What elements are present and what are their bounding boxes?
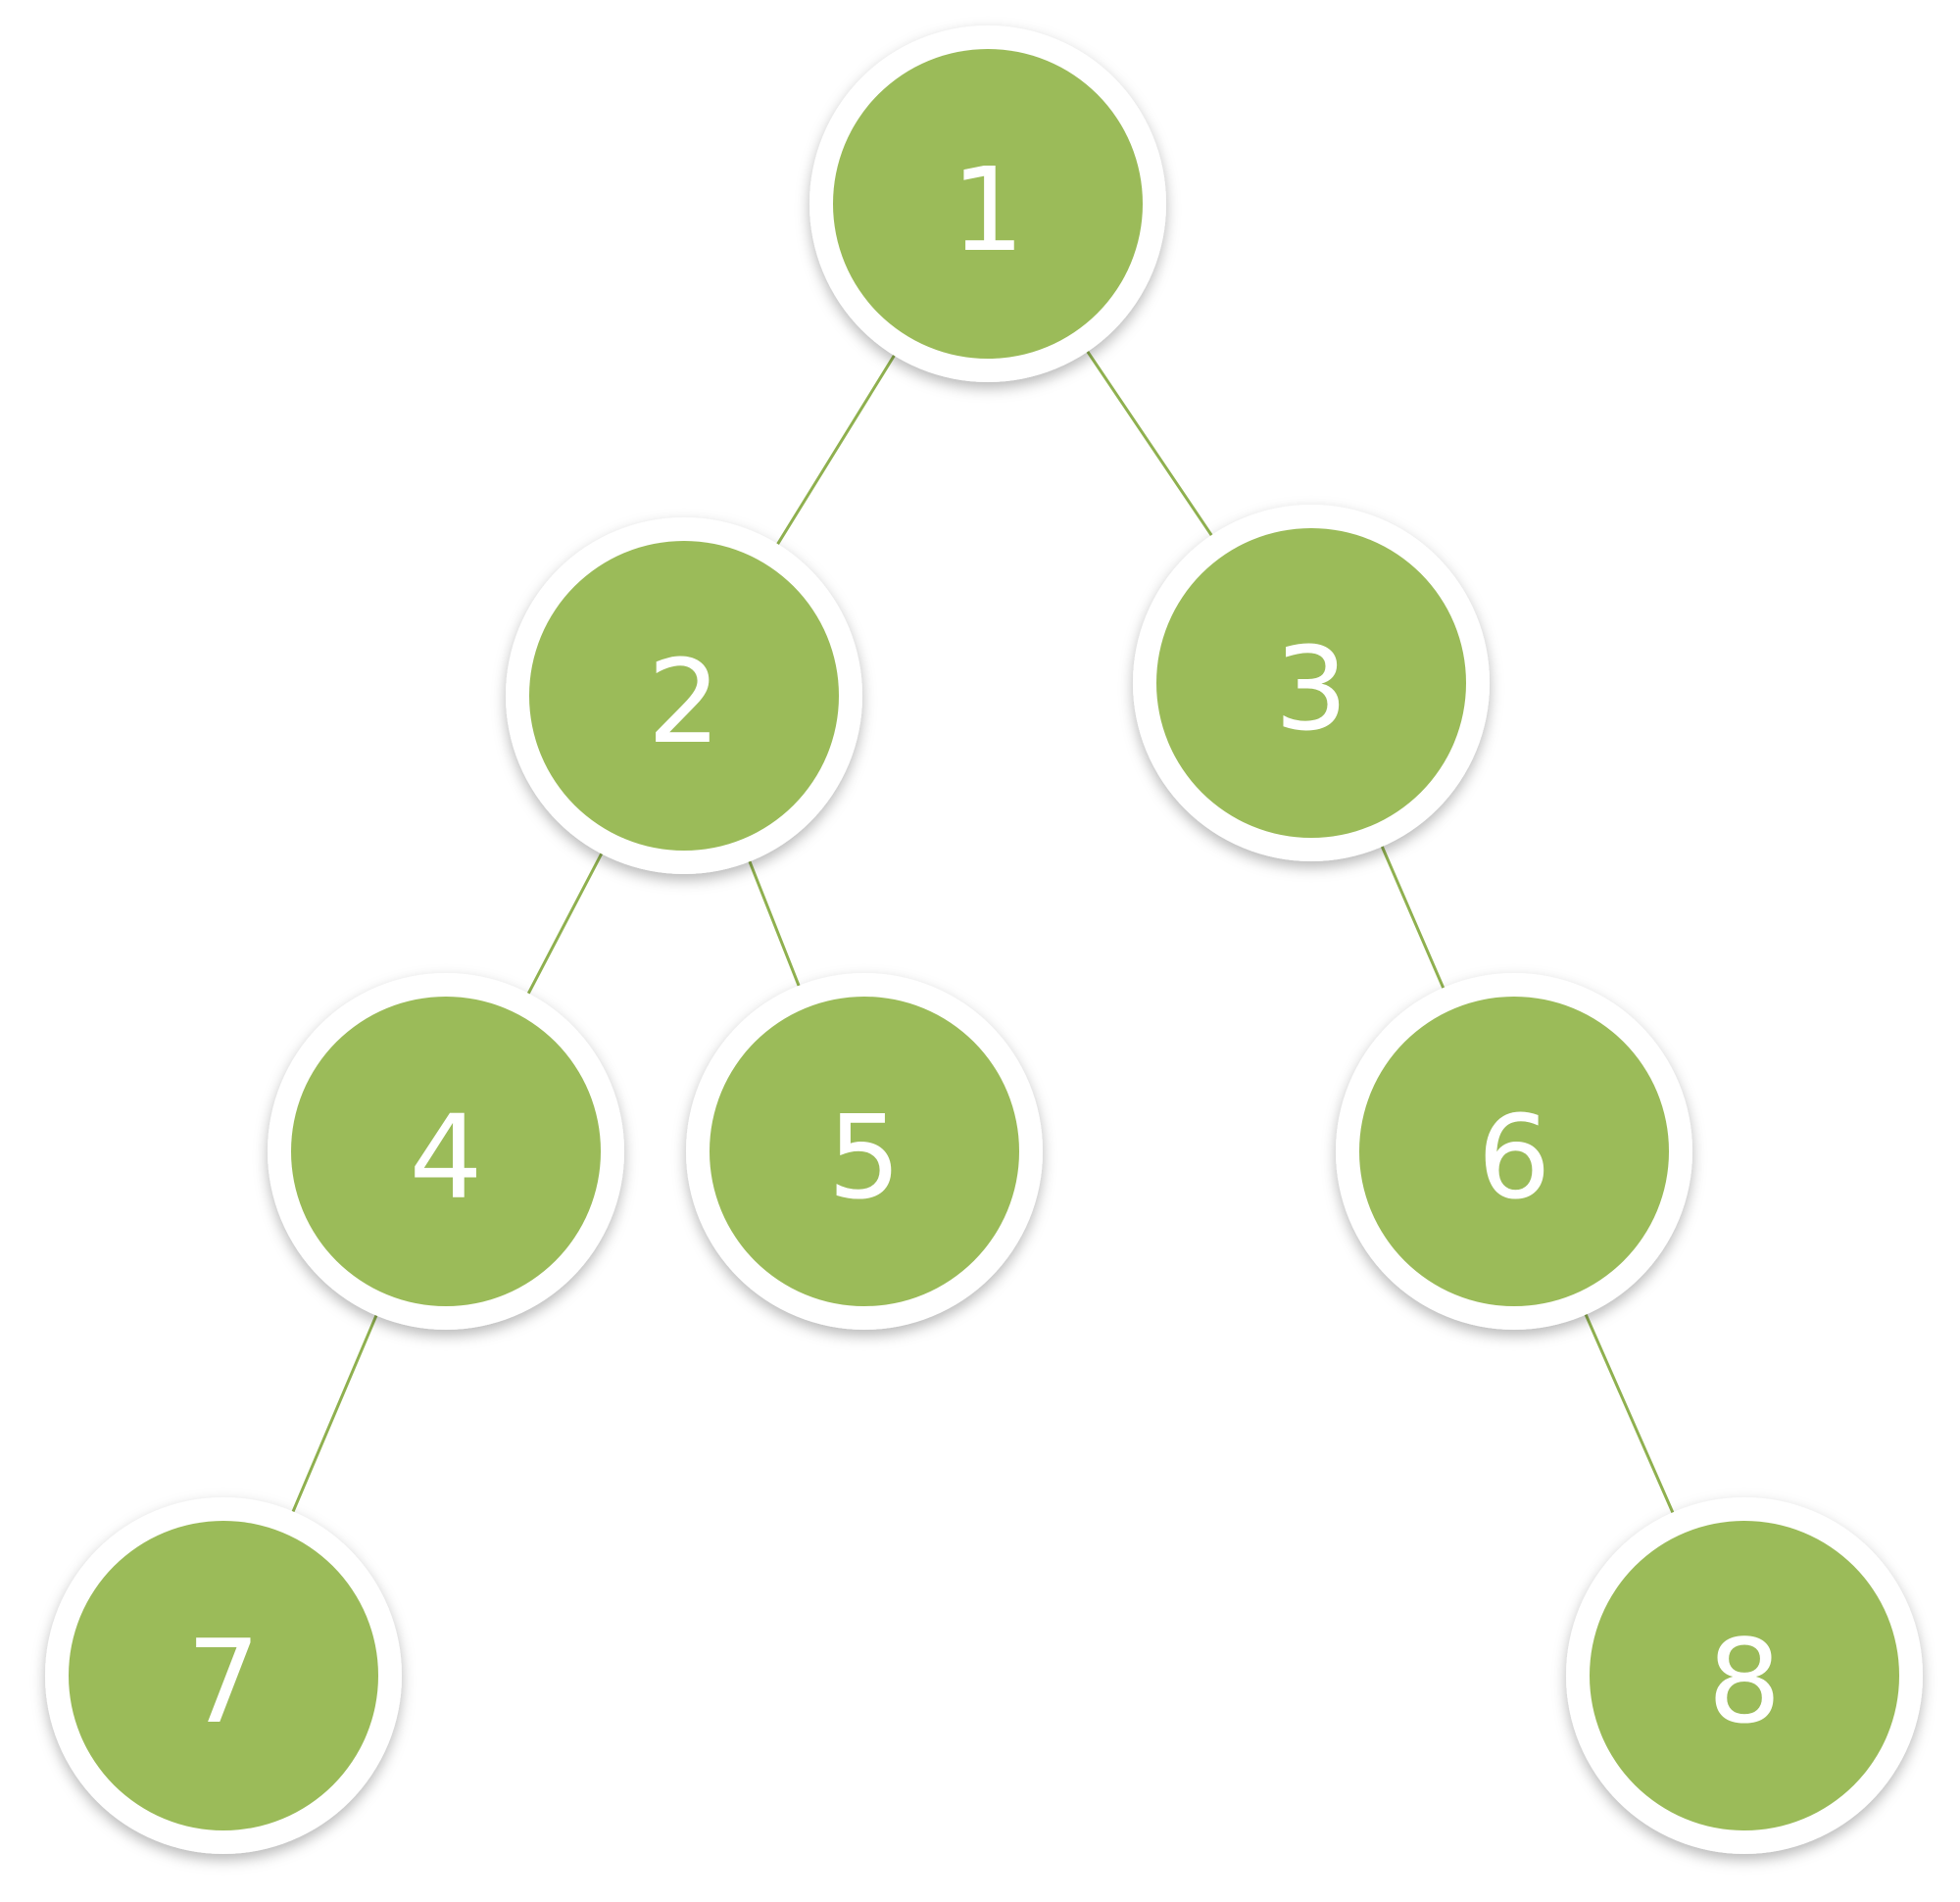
node-circle (710, 997, 1019, 1306)
node-circle (69, 1521, 378, 1830)
node-circle (1590, 1521, 1899, 1830)
node-label: 5 (827, 1090, 901, 1225)
tree-node-4: 4 (268, 973, 624, 1330)
node-label: 1 (951, 142, 1024, 277)
tree-node-6: 6 (1336, 973, 1692, 1330)
tree-node-1: 1 (809, 25, 1166, 382)
edge-1-2 (763, 333, 908, 566)
node-label: 8 (1707, 1614, 1781, 1749)
edge-6-8 (1575, 1292, 1684, 1536)
edge-4-7 (282, 1292, 387, 1536)
tree-node-3: 3 (1133, 505, 1490, 861)
edge-1-3 (1072, 330, 1227, 557)
edge-2-5 (739, 838, 809, 1009)
node-label: 6 (1477, 1090, 1550, 1225)
node-circle (529, 541, 839, 851)
node-circle (291, 997, 601, 1306)
node-circle (1359, 997, 1669, 1306)
tree-node-2: 2 (506, 517, 862, 874)
nodes-layer: 1 2 3 4 5 6 7 8 (45, 25, 1923, 1854)
edge-2-4 (515, 831, 614, 1016)
node-circle (833, 49, 1143, 359)
node-label: 4 (409, 1090, 482, 1225)
edges-layer (282, 330, 1684, 1536)
tree-node-5: 5 (686, 973, 1043, 1330)
tree-node-7: 7 (45, 1497, 402, 1854)
node-label: 2 (647, 634, 720, 769)
tree-node-8: 8 (1566, 1497, 1923, 1854)
edge-3-6 (1371, 823, 1454, 1011)
node-circle (1156, 528, 1466, 838)
node-label: 3 (1274, 621, 1348, 756)
node-label: 7 (186, 1614, 260, 1749)
